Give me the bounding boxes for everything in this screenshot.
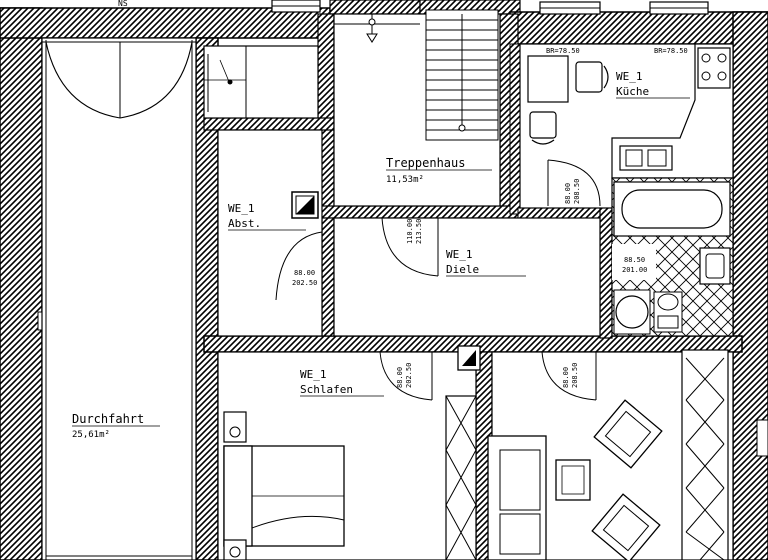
door-dim-kueche-h: 208.50: [573, 179, 581, 204]
door-dim-kueche-w: 88.00: [564, 183, 572, 204]
label-abst: Abst.: [228, 217, 261, 230]
wall-abst-diele: [321, 217, 335, 337]
stove: [697, 47, 731, 89]
top-mark: NS: [118, 0, 128, 8]
room-abst: [217, 129, 323, 337]
door-dim-schlafen-h: 202.50: [405, 363, 413, 388]
stair-steps: [334, 9, 499, 141]
room-treppenhaus: [333, 9, 501, 207]
wall-left: [0, 7, 43, 560]
door-swing-wohnen: [541, 351, 597, 401]
chair: [575, 61, 603, 93]
window-right: [756, 419, 768, 457]
door-swing-schlafen: [379, 351, 433, 401]
label-durchfahrt: Durchfahrt: [72, 412, 144, 426]
kitchen-table: [527, 55, 569, 103]
wall-stair-bottom: [317, 205, 519, 219]
label-diele: Diele: [446, 263, 479, 276]
unit-kueche: WE_1: [616, 70, 643, 83]
door-dim-bad-h: 201.00: [622, 266, 647, 274]
label-schlafen: Schlafen: [300, 383, 353, 396]
shower-tray: [615, 295, 649, 329]
room-schlafen: [217, 345, 481, 560]
door-swing-abst: [275, 231, 323, 301]
door-dim-wohnen-h: 208.50: [571, 363, 579, 388]
door-swing-diele: [381, 217, 439, 277]
unit-abst: WE_1: [228, 202, 255, 215]
label-kueche: Küche: [616, 85, 649, 98]
area-durchfahrt: 25,61m²: [72, 430, 110, 440]
room-bad: [611, 177, 734, 337]
door-swing-kueche: [547, 159, 601, 207]
gate-swing-left: [45, 41, 121, 119]
door-dim-bad-w: 88.50: [624, 256, 645, 264]
door-dim-wohnen-w: 88.00: [562, 367, 570, 388]
room-durchfahrt: [41, 37, 197, 560]
parapet-left: BR=78.50: [546, 47, 580, 55]
wall-top-stair: [329, 0, 421, 15]
wall-kitchen-left: [509, 43, 521, 215]
chair: [529, 111, 557, 139]
unit-diele: WE_1: [446, 248, 473, 261]
wall-right: [732, 11, 768, 560]
unit-schlafen: WE_1: [300, 368, 327, 381]
door-dim-schlafen-w: 88.00: [396, 367, 404, 388]
wall-unit: [681, 349, 729, 560]
wall-abst-top: [203, 117, 335, 131]
area-treppenhaus: 11,53m²: [386, 175, 424, 185]
parapet-right: BR=78.50: [654, 47, 688, 55]
room-wohnen: [487, 349, 734, 560]
labels: NS Durchfahrt 25,61m² Treppenhaus 11,53m…: [72, 0, 690, 440]
room-diele: [333, 217, 601, 337]
door-dim-abst-w: 88.00: [294, 269, 315, 277]
door-dim-diele-h: 213.50: [415, 219, 423, 244]
armchair: [593, 399, 663, 469]
door-dim-abst-h: 202.50: [292, 279, 317, 287]
wall-top-left: [0, 7, 331, 39]
wall-top-right: [509, 11, 768, 45]
label-treppenhaus: Treppenhaus: [386, 156, 465, 170]
gate-swing-right: [119, 41, 193, 119]
armchair: [591, 493, 661, 560]
door-dim-diele-w: 110.00: [406, 219, 414, 244]
entry-area: [203, 45, 319, 119]
